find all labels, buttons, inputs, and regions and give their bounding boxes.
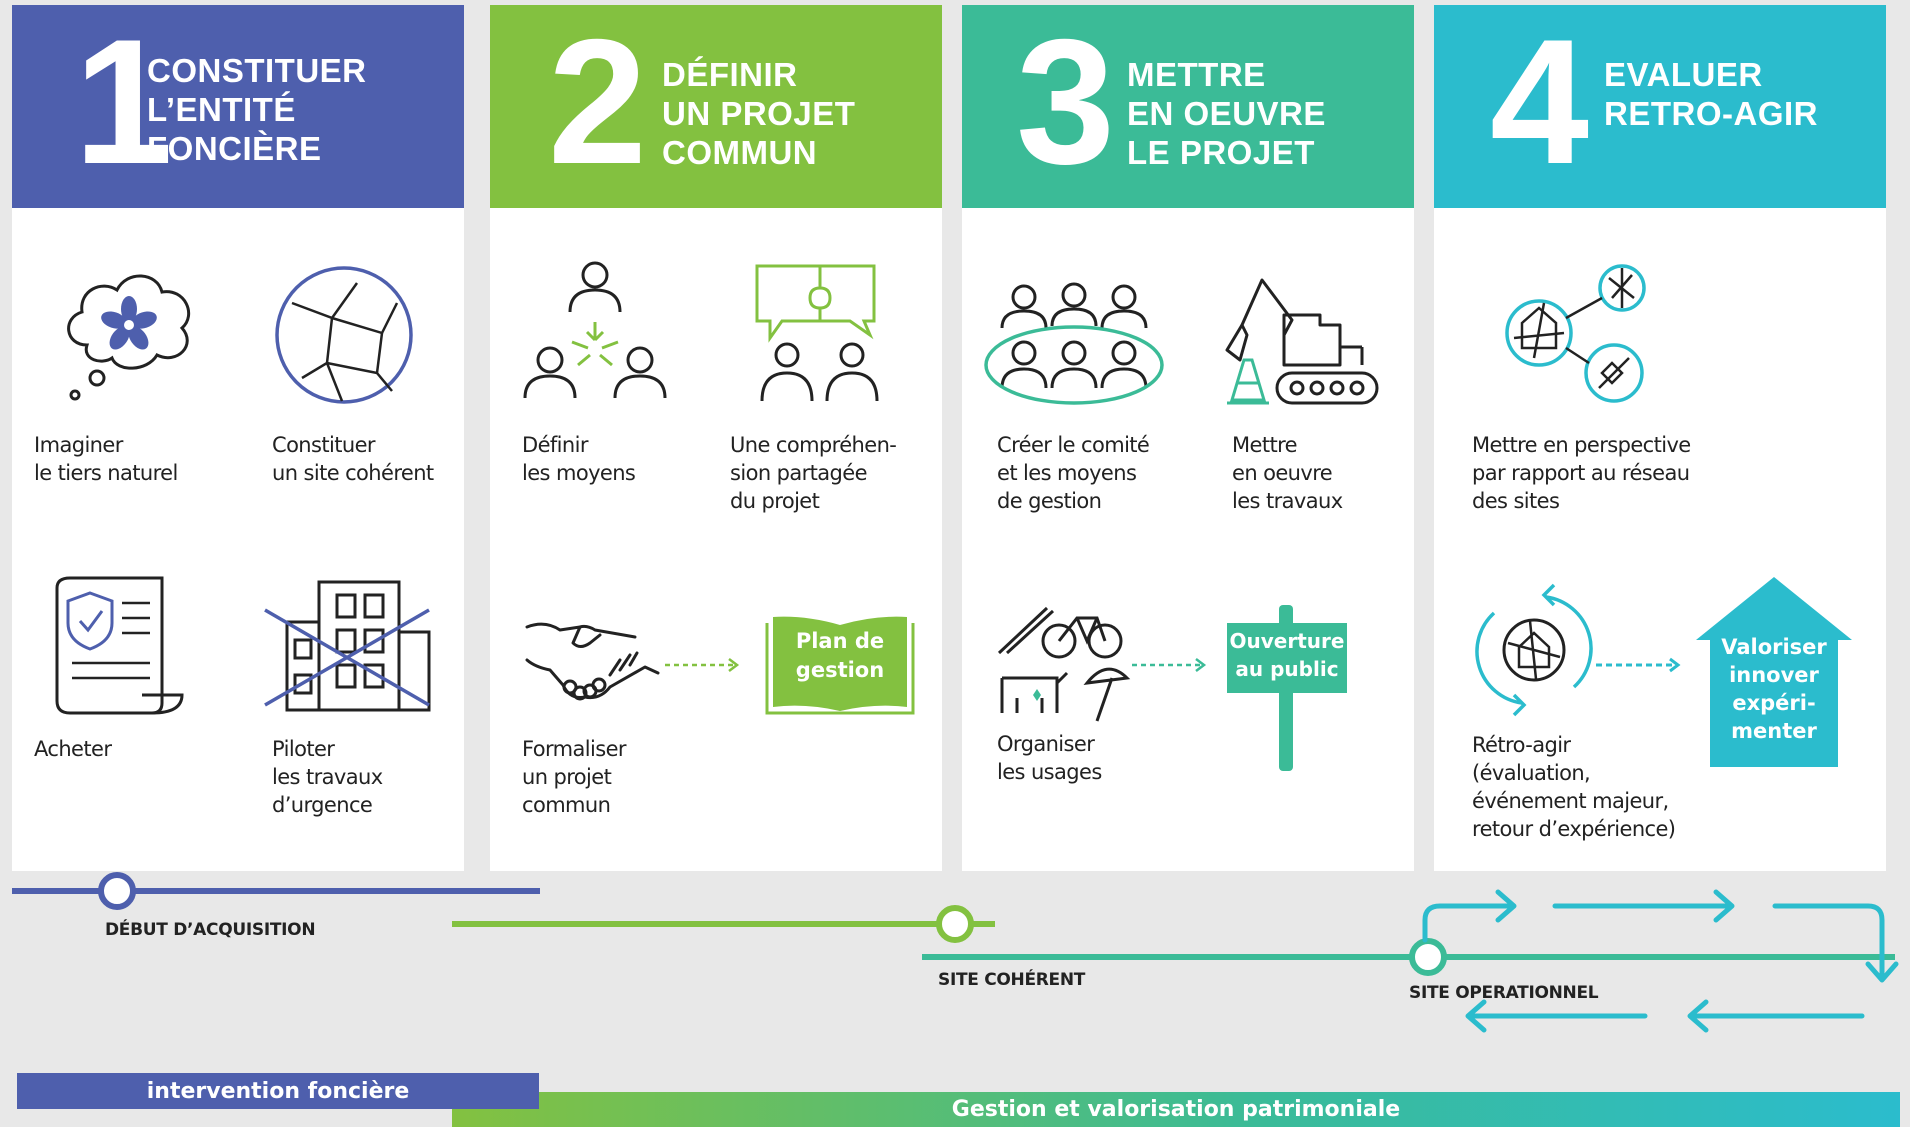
crossed-out-building-icon	[264, 580, 431, 712]
heritage-band: Gestion et valorisation patrimoniale	[452, 1092, 1900, 1127]
item-label: Une compréhen- sion partagée du projet	[730, 433, 897, 513]
milestone-marker	[1409, 938, 1447, 976]
column-4-header: 4 EVALUER RETRO-AGIR	[1434, 5, 1886, 208]
column-3: 3 METTRE EN OEUVRE LE PROJET Créer le co…	[962, 5, 1414, 871]
review-cycle-icon	[1475, 583, 1593, 717]
usages-icon	[997, 606, 1131, 722]
management-plan-book	[765, 616, 915, 715]
item-label: Créer le comité et les moyens de gestion	[997, 433, 1150, 513]
step-title: EVALUER RETRO-AGIR	[1604, 56, 1818, 132]
deed-document-shield-icon	[55, 576, 184, 715]
feedback-loop-arrows	[1422, 889, 1899, 1033]
item-label: Imaginer le tiers naturel	[34, 433, 178, 485]
step-title: DÉFINIR UN PROJET COMMUN	[662, 56, 856, 171]
dashed-arrow	[1132, 658, 1207, 672]
site-network-icon	[1505, 264, 1646, 403]
management-plan-label: Plan de gestion	[795, 629, 885, 682]
step-title: METTRE EN OEUVRE LE PROJET	[1127, 56, 1326, 171]
column-1: 1 CONSTITUER L’ENTITÉ FONCIÈRE Imaginer …	[12, 5, 464, 871]
item-label: Acheter	[34, 737, 112, 761]
milestone-label: SITE COHÉRENT	[938, 970, 1086, 990]
column-2-header: 2 DÉFINIR UN PROJET COMMUN	[490, 5, 942, 208]
column-3-header: 3 METTRE EN OEUVRE LE PROJET	[962, 5, 1414, 208]
handshake-icon	[525, 622, 660, 701]
milestone-label: DÉBUT D’ACQUISITION	[105, 920, 316, 940]
milestone-label: SITE OPERATIONNEL	[1409, 983, 1599, 1003]
excavator-icon	[1225, 278, 1379, 405]
column-1-header: 1 CONSTITUER L’ENTITÉ FONCIÈRE	[12, 5, 464, 208]
column-4: 4 EVALUER RETRO-AGIR Mettre en perspecti…	[1434, 5, 1886, 871]
item-label: Constituer un site cohérent	[272, 433, 434, 485]
item-label: Rétro-agir (évaluation, événement majeur…	[1472, 733, 1676, 841]
milestone-marker	[936, 905, 974, 943]
item-label: Mettre en perspective par rapport au rés…	[1472, 433, 1691, 513]
step-number: 4	[1490, 2, 1589, 201]
land-intervention-band: intervention foncière	[17, 1073, 539, 1109]
puzzle-speech-bubbles-icon	[755, 264, 879, 402]
heritage-band-label: Gestion et valorisation patrimoniale	[951, 1097, 1401, 1122]
step-title: CONSTITUER L’ENTITÉ FONCIÈRE	[147, 52, 367, 167]
column-2: 2 DÉFINIR UN PROJET COMMUN Définir les m…	[490, 5, 942, 871]
step-number: 3	[1016, 2, 1115, 201]
item-label: Piloter les travaux d’urgence	[272, 737, 383, 817]
public-opening-label: Ouverture au public	[1229, 629, 1345, 681]
land-intervention-label: intervention foncière	[146, 1078, 410, 1104]
parcel-map-icon	[275, 266, 413, 404]
committee-group-icon	[984, 282, 1164, 405]
dashed-arrow	[665, 658, 740, 672]
innovation-label: Valoriser innover expéri- menter	[1721, 635, 1827, 743]
house-shape	[1696, 577, 1852, 767]
group-resources-icon	[523, 261, 667, 399]
thought-cloud-flower-icon	[67, 274, 191, 401]
step-number: 1	[74, 2, 173, 201]
dashed-arrow	[1596, 657, 1681, 673]
public-opening-sign	[1227, 605, 1347, 771]
item-label: Organiser les usages	[997, 732, 1102, 784]
item-label: Définir les moyens	[522, 433, 636, 485]
item-label: Mettre en oeuvre les travaux	[1232, 433, 1343, 513]
step-number: 2	[548, 2, 647, 201]
milestone-marker	[98, 872, 136, 910]
item-label: Formaliser un projet commun	[522, 737, 627, 817]
